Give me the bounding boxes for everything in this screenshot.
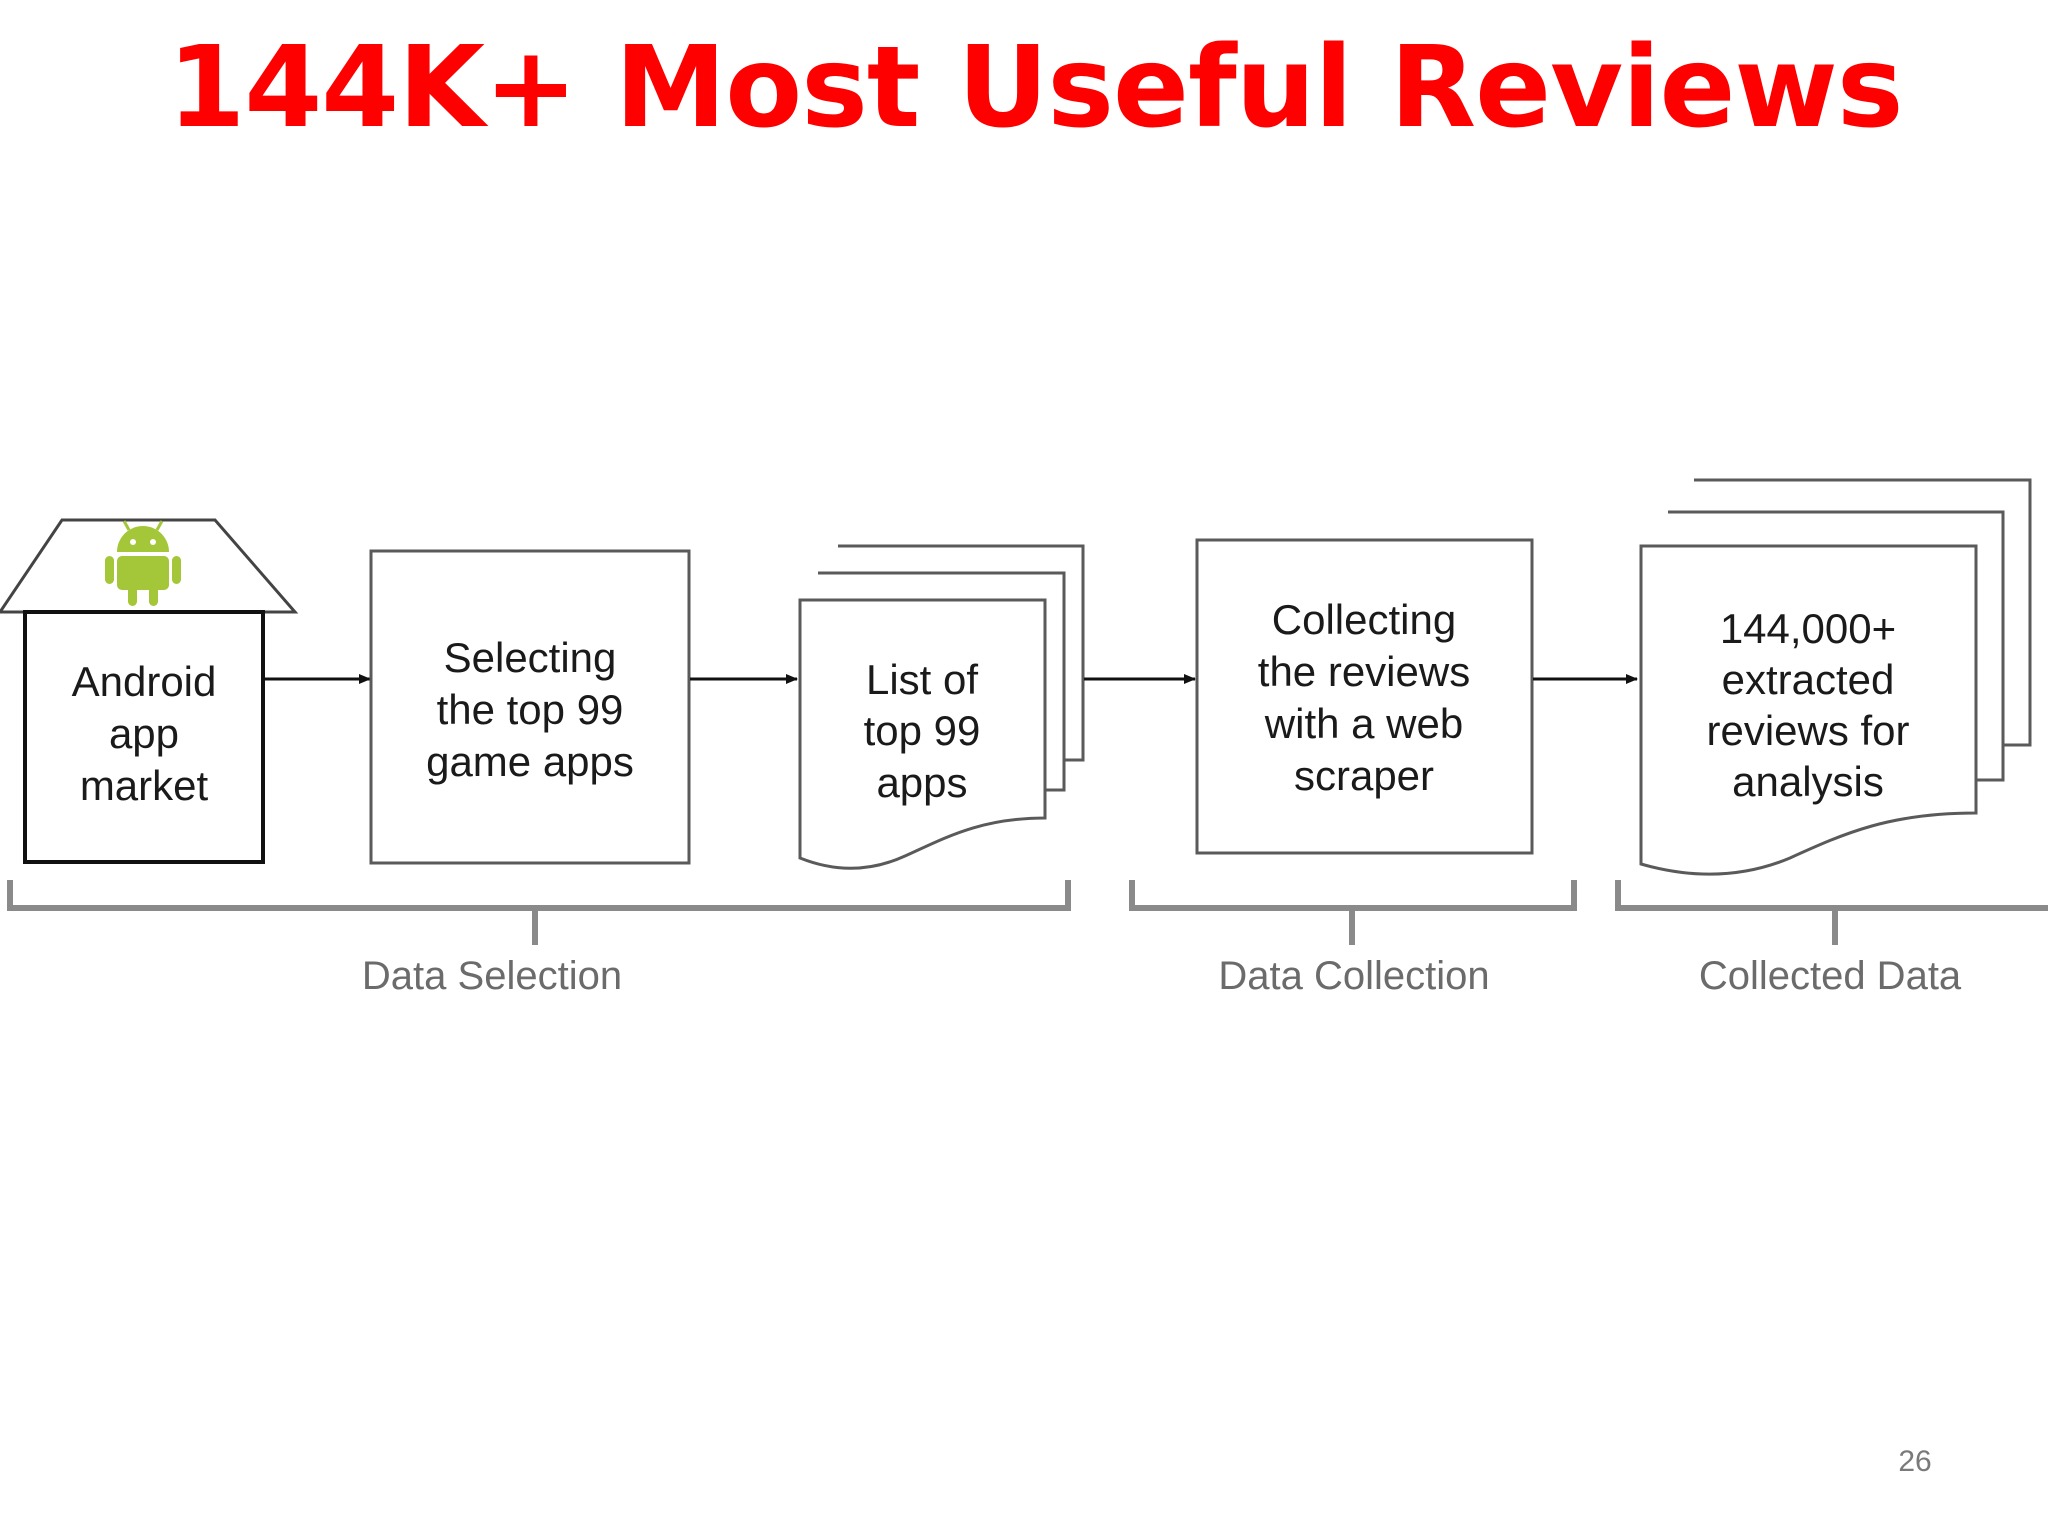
document-page-front [1639,544,1978,876]
group-brace-data-selection: Data Selection [7,880,1071,998]
node-list-of-top-apps: List of top 99 apps [798,544,1085,870]
node-label-line: game apps [426,738,634,785]
node-label-line: top 99 [864,707,981,754]
node-selecting-top-apps: Selecting the top 99 game apps [369,549,691,865]
document-page-front [798,598,1047,870]
house-body [23,610,265,864]
node-label-line: extracted [1722,656,1895,703]
group-label: Data Collection [1218,954,1489,998]
node-label-line: with a web [1264,700,1463,747]
node-android-app-market: Android app market [0,518,299,864]
node-label-line: analysis [1732,758,1884,805]
group-label: Collected Data [1699,954,1962,998]
node-label-line: the reviews [1258,648,1470,695]
node-extracted-reviews: 144,000+ extracted reviews for analysis [1639,478,2032,876]
group-brace-collected-data: Collected Data [1615,880,2048,998]
page-number: 26 [1898,1445,1932,1478]
node-label-line: market [80,762,209,809]
node-label-line: 144,000+ [1720,605,1896,652]
android-icon [105,520,181,606]
node-label-line: Selecting [444,634,617,681]
node-label-line: Android [72,658,217,705]
node-label-line: the top 99 [437,686,624,733]
node-collecting-reviews: Collecting the reviews with a web scrape… [1195,538,1534,855]
node-label-line: scraper [1294,752,1434,799]
node-label-line: reviews for [1706,707,1909,754]
process-box [369,549,691,865]
group-label: Data Selection [362,954,622,998]
slide-title: 144K+ Most Useful Reviews [167,23,1903,153]
node-label-line: Collecting [1272,596,1456,643]
group-brace-data-collection: Data Collection [1129,880,1577,998]
node-label-line: List of [866,656,978,703]
process-box [1195,538,1534,855]
node-label-line: app [109,710,179,757]
node-label-line: apps [876,759,967,806]
